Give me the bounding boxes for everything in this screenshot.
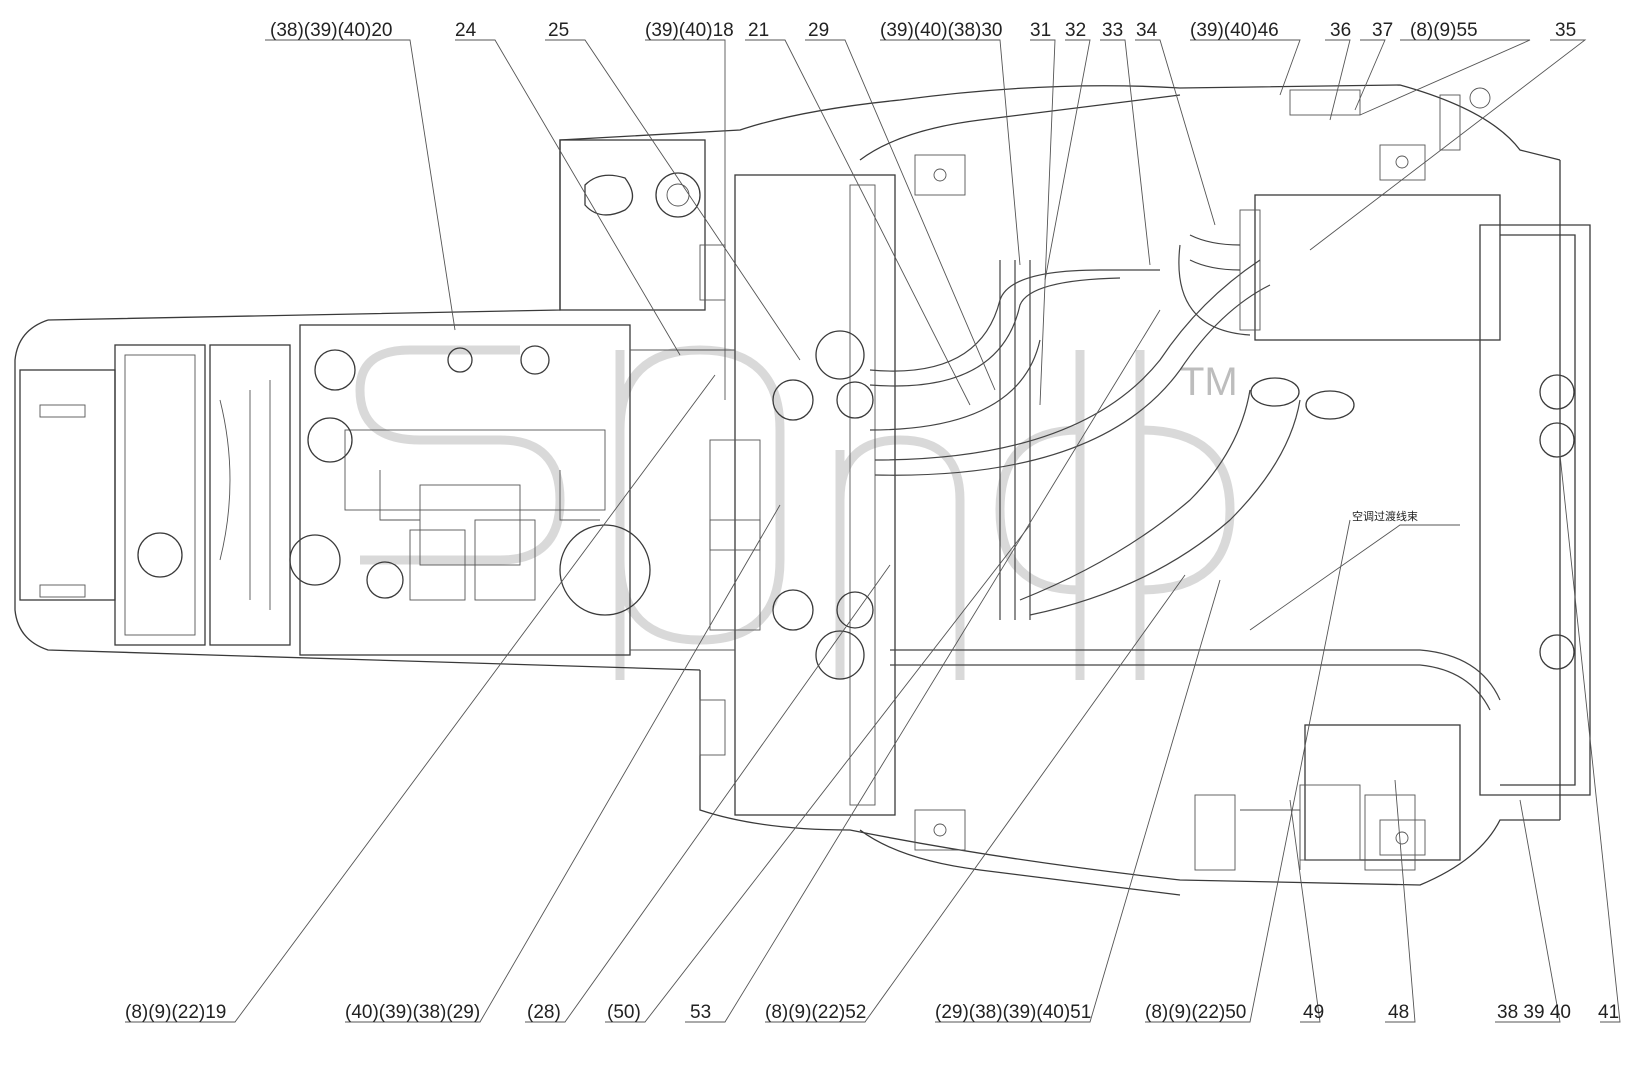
label-8-9-55: (8)(9)55	[1410, 20, 1478, 41]
leader-lines-bottom	[125, 309, 1621, 1023]
label-36: 36	[1330, 20, 1351, 41]
label-38-39-40: 38 39 40	[1497, 1002, 1571, 1023]
label-34: 34	[1136, 20, 1158, 41]
label-25: 25	[548, 20, 569, 41]
label-8-9-22-50: (8)(9)(22)50	[1145, 1002, 1246, 1023]
label-39-40-46: (39)(40)46	[1190, 20, 1279, 41]
watermark: TM	[355, 345, 1238, 680]
label-53: 53	[690, 1002, 711, 1023]
label-24: 24	[455, 20, 477, 41]
label-39-40-18: (39)(40)18	[645, 20, 734, 41]
label-8-9-22-52: (8)(9)(22)52	[765, 1002, 866, 1023]
radiator-frame	[19, 344, 291, 646]
label-48: 48	[1388, 1002, 1409, 1023]
label-31: 31	[1030, 20, 1051, 41]
label-35: 35	[1555, 20, 1576, 41]
chassis-outline	[14, 84, 1591, 886]
hose-bundle	[869, 259, 1501, 711]
label-29: 29	[808, 20, 829, 41]
leader-lines-top	[265, 39, 1587, 406]
label-38-39-40-20: (38)(39)(40)20	[270, 20, 393, 41]
label-41: 41	[1598, 1002, 1619, 1023]
lower-right-box	[1194, 724, 1461, 871]
label-32: 32	[1065, 20, 1086, 41]
label-28: (28)	[527, 1002, 561, 1023]
upper-plates	[859, 94, 1181, 896]
label-8-9-22-19: (8)(9)(22)19	[125, 1002, 226, 1023]
engine-block	[219, 324, 651, 656]
central-frame	[630, 174, 896, 816]
label-33: 33	[1102, 20, 1123, 41]
part-labels-bottom: (8)(9)(22)19 (40)(39)(38)(29) (28) (50) …	[125, 1002, 1619, 1023]
label-40-39-38-29: (40)(39)(38)(29)	[345, 1002, 480, 1023]
label-37: 37	[1372, 20, 1393, 41]
label-21: 21	[748, 20, 769, 41]
label-50: (50)	[607, 1002, 641, 1023]
tank-top	[559, 139, 726, 756]
label-29-38-39-40-51: (29)(38)(39)(40)51	[935, 1002, 1091, 1023]
label-49: 49	[1303, 1002, 1324, 1023]
annotation-ac-harness: 空调过渡线束	[1352, 509, 1418, 523]
label-39-40-38-30: (39)(40)(38)30	[880, 20, 1003, 41]
trademark-mark: TM	[1180, 360, 1238, 404]
ac-unit	[1178, 194, 1575, 670]
part-labels-top: (38)(39)(40)20 24 25 (39)(40)18 21 29 (3…	[270, 20, 1576, 41]
